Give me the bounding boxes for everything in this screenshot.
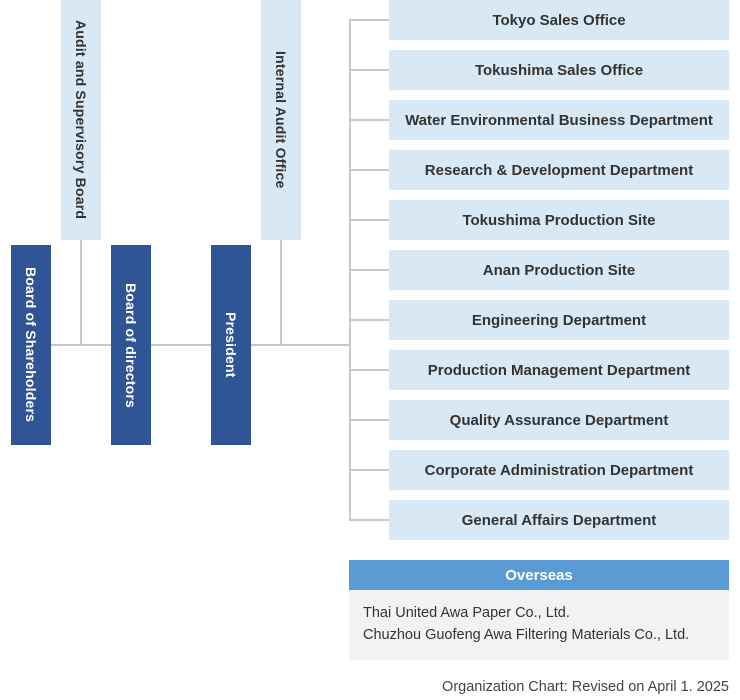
main-horizontal-connector [51,344,349,346]
audit-board-connector [80,240,82,345]
board-of-directors-box: Board of directors [111,245,151,445]
board-of-directors-label: Board of directors [123,282,139,408]
department-branch-connector [349,469,389,471]
department-box: General Affairs Department [389,500,729,540]
department-branch-connector [349,219,389,221]
department-box: Production Management Department [389,350,729,390]
overseas-item: Chuzhou Guofeng Awa Filtering Materials … [363,627,690,643]
department-branch-connector [349,169,389,171]
department-branch-connector [349,119,389,121]
department-box: Water Environmental Business Department [389,100,729,140]
department-box: Tokushima Production Site [389,200,729,240]
audit-supervisory-board-box: Audit and Supervisory Board [61,0,101,240]
department-branch-connector [349,319,389,321]
department-box: Tokushima Sales Office [389,50,729,90]
department-branch-connector [349,69,389,71]
department-box: Tokyo Sales Office [389,0,729,40]
department-box: Anan Production Site [389,250,729,290]
department-box: Research & Development Department [389,150,729,190]
board-of-shareholders-label: Board of Shareholders [23,267,39,423]
overseas-item: Thai United Awa Paper Co., Ltd. [363,605,570,621]
overseas-header: Overseas [349,560,729,590]
audit-supervisory-board-label: Audit and Supervisory Board [73,20,89,220]
department-branch-connector [349,369,389,371]
department-branch-connector [349,419,389,421]
president-box: President [211,245,251,445]
department-box: Corporate Administration Department [389,450,729,490]
department-branch-connector [349,19,389,21]
internal-audit-office-label: Internal Audit Office [273,51,289,189]
department-branch-connector [349,519,389,521]
internal-audit-connector [280,240,282,345]
revision-footnote: Organization Chart: Revised on April 1. … [442,679,729,695]
department-branch-connector [349,269,389,271]
overseas-title: Overseas [505,566,573,584]
overseas-list: Thai United Awa Paper Co., Ltd. Chuzhou … [349,590,729,660]
department-box: Engineering Department [389,300,729,340]
department-box: Quality Assurance Department [389,400,729,440]
board-of-shareholders-box: Board of Shareholders [11,245,51,445]
president-label: President [223,312,239,378]
internal-audit-office-box: Internal Audit Office [261,0,301,240]
